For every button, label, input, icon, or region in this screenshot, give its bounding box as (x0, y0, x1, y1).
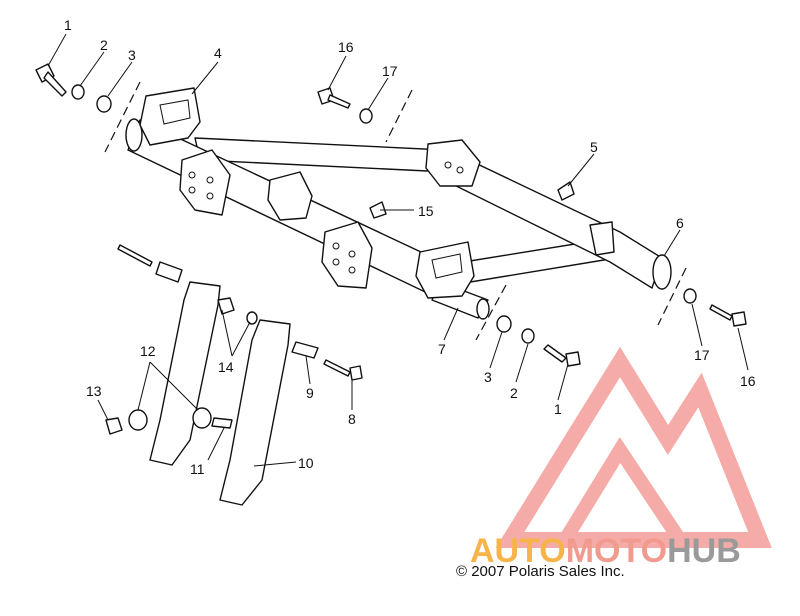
callout-16-bottom: 16 (740, 373, 756, 389)
watermark-part-hub: HUB (667, 532, 741, 570)
callout-13: 13 (86, 383, 102, 399)
callout-1-top: 1 (64, 17, 72, 33)
callout-5: 5 (590, 139, 598, 155)
callout-7: 7 (438, 341, 446, 357)
callout-14: 14 (218, 359, 234, 375)
callout-17-top: 17 (382, 63, 398, 79)
callout-8: 8 (348, 411, 356, 427)
callout-labels: 1 2 3 4 16 17 5 15 6 12 14 13 11 9 8 10 … (64, 17, 756, 477)
watermark-part-moto: MOTO (566, 532, 667, 570)
callout-9: 9 (306, 385, 314, 401)
leader-lines (47, 33, 749, 467)
watermark-logo (495, 346, 772, 548)
callout-10: 10 (298, 455, 314, 471)
watermark-part-auto: AUTO (470, 532, 566, 570)
frame-assembly (125, 87, 672, 320)
hardware (35, 63, 747, 506)
callout-11: 11 (190, 461, 205, 477)
callout-1-bottom: 1 (554, 401, 562, 417)
callout-3-bottom: 3 (484, 369, 492, 385)
watermark-wordmark: AUTOMOTOHUB (470, 532, 741, 570)
callout-17-bottom: 17 (694, 347, 710, 363)
callout-2-bottom: 2 (510, 385, 518, 401)
centerlines (104, 81, 687, 341)
callout-12: 12 (140, 343, 156, 359)
copyright-notice: © 2007 Polaris Sales Inc. (456, 563, 625, 580)
callout-6: 6 (676, 215, 684, 231)
callout-15: 15 (418, 203, 434, 219)
callout-3-top: 3 (128, 47, 136, 63)
callout-16-top: 16 (338, 39, 354, 55)
callout-4: 4 (214, 45, 222, 61)
callout-2-top: 2 (100, 37, 108, 53)
